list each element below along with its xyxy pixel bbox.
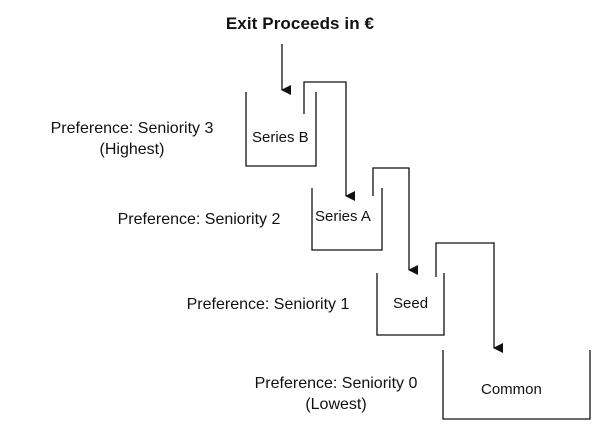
overflow-arrow-series-a-to-seed — [372, 167, 418, 275]
preference-text: Preference: Seniority 0 — [254, 375, 418, 392]
tier-label-seed: Seed — [393, 295, 429, 312]
bucket-common — [442, 350, 591, 420]
diagram-title: Exit Proceeds in € — [225, 14, 375, 33]
preference-label-series-b: Preference: Seniority 3 (Highest) — [36, 118, 228, 160]
preference-label-common: Preference: Seniority 0 (Lowest) — [240, 373, 432, 415]
overflow-arrow-seed-to-common — [435, 242, 503, 353]
tier-label-common: Common — [481, 381, 542, 398]
bucket-series-b — [245, 92, 317, 167]
preference-subtext: (Highest) — [99, 141, 165, 158]
bucket-series-a — [311, 188, 383, 251]
preference-label-seed: Preference: Seniority 1 — [172, 294, 364, 315]
preference-text: Preference: Seniority 1 — [186, 296, 350, 313]
overflow-arrow-series-b-to-series-a — [303, 81, 355, 201]
preference-label-series-a: Preference: Seniority 2 — [103, 209, 295, 230]
tier-label-series-a: Series A — [315, 208, 371, 225]
tier-label-series-b: Series B — [252, 129, 309, 146]
preference-text: Preference: Seniority 2 — [117, 211, 281, 228]
preference-subtext: (Lowest) — [305, 396, 367, 413]
preference-text: Preference: Seniority 3 — [50, 120, 214, 137]
bucket-seed — [376, 273, 445, 336]
